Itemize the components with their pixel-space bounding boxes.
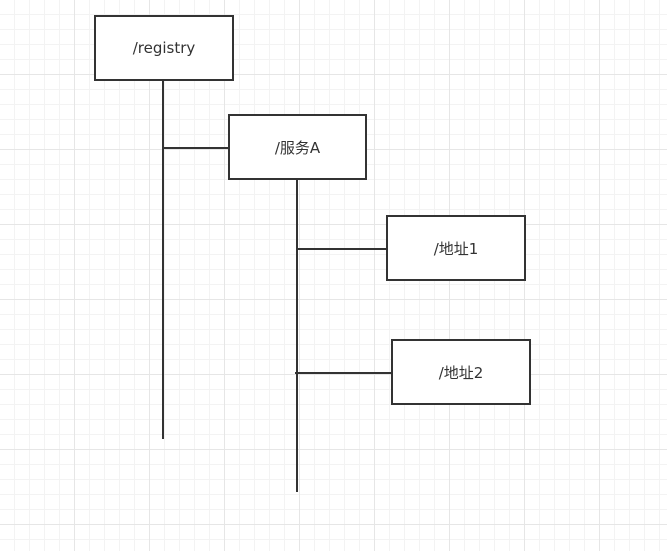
registry-node-label: /registry [132, 39, 196, 57]
service-a-node-label: /服务A [274, 138, 321, 157]
registry-node[interactable]: /registry [94, 15, 234, 81]
address-1-node-label: /地址1 [433, 239, 479, 258]
address-2-node-label: /地址2 [438, 363, 484, 382]
service-a-node[interactable]: /服务A [228, 114, 367, 180]
address-2-node[interactable]: /地址2 [391, 339, 531, 405]
address-1-node[interactable]: /地址1 [386, 215, 526, 281]
